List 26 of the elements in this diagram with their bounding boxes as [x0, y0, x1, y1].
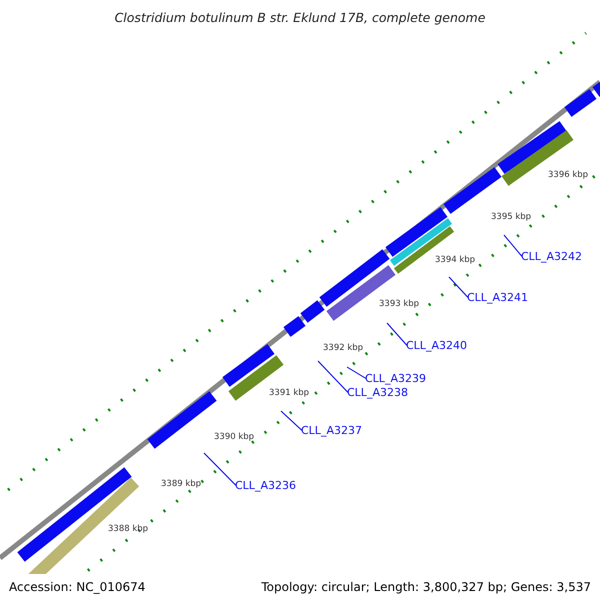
- title: Clostridium botulinum B str. Eklund 17B, complete genome: [114, 9, 486, 27]
- gene-label: CLL_A3241: [467, 292, 528, 303]
- position-label: 3393 kbp: [379, 300, 420, 308]
- position-label: 3390 kbp: [214, 433, 254, 442]
- leader-line: [386, 322, 408, 346]
- gene-label: CLL_A3239: [365, 373, 426, 384]
- position-label: 3389 kbp: [161, 480, 202, 488]
- position-label: 3395 kbp: [491, 213, 532, 222]
- leader-line: [504, 234, 522, 257]
- gene-label: CLL_A3238: [347, 387, 408, 398]
- position-label: 3392 kbp: [323, 344, 364, 352]
- gene-label: CLL_A3242: [521, 251, 582, 262]
- position-label: 3388 kbp: [108, 525, 148, 534]
- position-label: 3396 kbp: [548, 171, 588, 180]
- footer-note: Accession: NC_010674: [9, 579, 146, 596]
- gene-label: CLL_A3240: [406, 340, 467, 351]
- leader-line: [448, 276, 468, 298]
- position-label: 3394 kbp: [435, 256, 476, 264]
- leader-line: [204, 452, 236, 486]
- leader-line: [318, 360, 348, 393]
- position-label: 3391 kbp: [269, 389, 310, 398]
- gene-label: CLL_A3237: [301, 425, 362, 436]
- leader-line: [280, 410, 302, 431]
- footer-note: Topology: circular; Length: 3,800,327 bp; Genes: 3,537: [261, 579, 591, 596]
- leader-line: [346, 366, 366, 379]
- gene-label: CLL_A3236: [235, 480, 296, 491]
